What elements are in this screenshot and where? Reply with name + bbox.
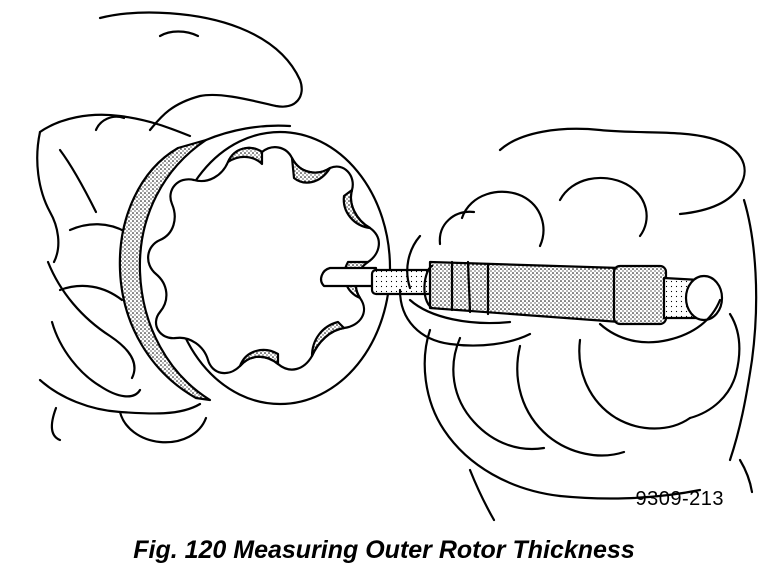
outer-rotor-face	[147, 130, 392, 406]
outer-rotor-body	[118, 124, 292, 402]
micrometer	[320, 260, 724, 347]
figure-number: 9309-213	[635, 488, 724, 510]
left-hand	[36, 11, 303, 444]
figure-caption: Fig. 120 Measuring Outer Rotor Thickness	[133, 536, 635, 564]
right-hand	[406, 127, 758, 522]
rotor-measurement-illustration	[36, 11, 758, 522]
